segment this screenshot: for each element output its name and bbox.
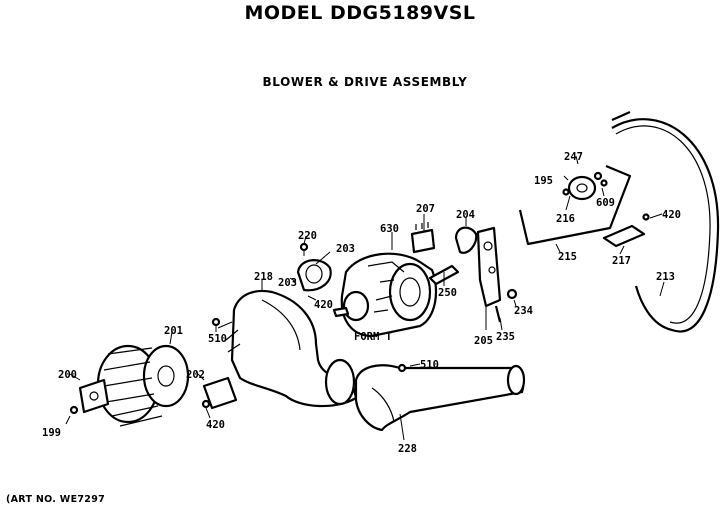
label-215: 215 xyxy=(558,251,577,263)
screw-510-left[interactable] xyxy=(211,317,221,332)
label-199: 199 xyxy=(42,427,61,439)
label-234: 234 xyxy=(514,305,533,317)
label-213: 213 xyxy=(656,271,675,283)
motor-bracket-205[interactable] xyxy=(476,226,518,323)
label-201: 201 xyxy=(164,325,183,337)
drum-ring-213[interactable] xyxy=(611,110,720,333)
motor-bracket-204[interactable] xyxy=(454,226,478,254)
label-205: 205 xyxy=(474,335,493,347)
idler-bracket-217[interactable] xyxy=(602,213,650,248)
label-235: 235 xyxy=(496,331,515,343)
label-202: 202 xyxy=(186,369,205,381)
section-title: BLOWER & DRIVE ASSEMBLY xyxy=(262,75,468,89)
page-title: MODEL DDG5189VSL xyxy=(244,2,476,24)
motor-630[interactable] xyxy=(332,252,460,338)
motor-clamp-203[interactable] xyxy=(296,259,332,292)
leader-lines xyxy=(65,155,665,441)
label-203-right: 203 xyxy=(336,243,355,255)
label-216: 216 xyxy=(556,213,575,225)
exhaust-duct-228[interactable] xyxy=(354,364,526,432)
label-204: 204 xyxy=(456,209,475,221)
art-number: (ART NO. WE7297 xyxy=(6,494,106,505)
screw-199[interactable] xyxy=(69,405,79,415)
label-220: 220 xyxy=(298,230,317,242)
label-420-right: 420 xyxy=(662,209,681,221)
blower-wheel-201[interactable] xyxy=(96,344,190,427)
label-217: 217 xyxy=(612,255,631,267)
label-510-right: 510 xyxy=(420,359,439,371)
label-609: 609 xyxy=(596,197,615,209)
label-420-mid: 420 xyxy=(314,299,333,311)
blower-housing-218[interactable] xyxy=(225,289,358,408)
screw-220[interactable] xyxy=(299,242,309,256)
label-250: 250 xyxy=(438,287,457,299)
label-510-left: 510 xyxy=(208,333,227,345)
label-247: 247 xyxy=(564,151,583,163)
label-228: 228 xyxy=(398,443,417,455)
label-200: 200 xyxy=(58,369,77,381)
label-218: 218 xyxy=(254,271,273,283)
wheel-bracket-200[interactable] xyxy=(78,378,110,414)
motor-form-label: FORM T xyxy=(354,331,392,343)
label-195: 195 xyxy=(534,175,553,187)
label-203-left: 203 xyxy=(278,277,297,289)
idler-pulley-216[interactable] xyxy=(562,171,608,201)
motor-switch-207[interactable] xyxy=(410,222,436,254)
housing-mount-202[interactable] xyxy=(201,376,238,410)
screw-510-right[interactable] xyxy=(397,363,407,373)
label-630: 630 xyxy=(380,223,399,235)
label-207: 207 xyxy=(416,203,435,215)
label-420-left: 420 xyxy=(206,419,225,431)
